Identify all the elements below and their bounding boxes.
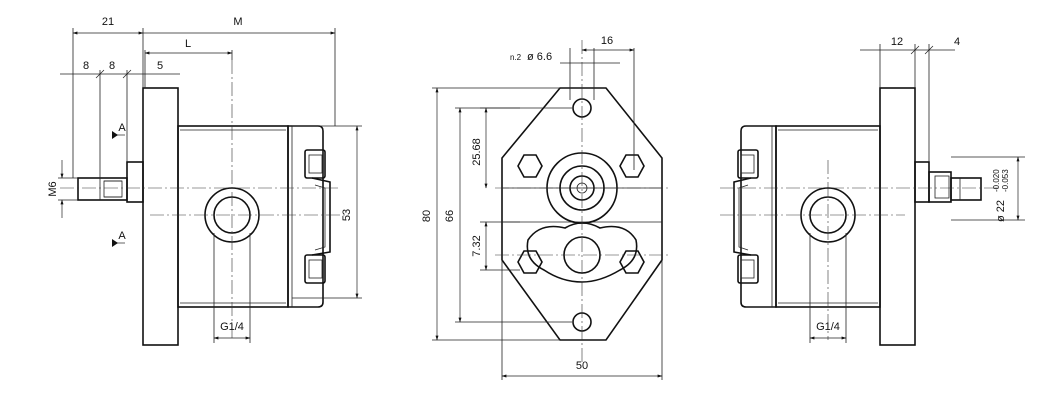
dim-8b: 8 xyxy=(109,60,115,72)
left-pump-body xyxy=(177,125,289,308)
dim-8a: 8 xyxy=(83,60,89,72)
dim-G14-right: G1/4 xyxy=(816,321,840,333)
dim-tol-lower: -0.053 xyxy=(1001,169,1010,192)
hex-bolt-tr xyxy=(619,154,645,178)
right-rear-cover xyxy=(740,125,777,308)
dim-16: 16 xyxy=(601,35,613,47)
left-side-view: 21 M L 8 8 5 M6 A A 53 G1/4 xyxy=(47,16,362,346)
dim-5: 5 xyxy=(157,60,163,72)
dim-80: 80 xyxy=(421,210,433,222)
section-A-bottom: A xyxy=(118,230,126,242)
dim-tol-upper: -0.020 xyxy=(992,169,1001,192)
dim-50: 50 xyxy=(576,360,588,372)
dim-4: 4 xyxy=(954,36,960,48)
front-hub-middle xyxy=(559,165,605,211)
right-shaft-collar xyxy=(914,161,930,203)
note-n2: n.2 xyxy=(510,53,522,62)
hex-bolt-br xyxy=(619,250,645,274)
left-shaft-collar xyxy=(126,161,144,203)
dim-M6: M6 xyxy=(47,181,59,196)
dim-66: 66 xyxy=(444,210,456,222)
right-flange xyxy=(879,87,916,346)
right-side-view: 12 4 ø 22 -0.020 -0.053 G1/4 xyxy=(720,36,1025,346)
hex-bolt-tl xyxy=(517,154,543,178)
section-A-top: A xyxy=(118,122,126,134)
left-flange xyxy=(142,87,179,346)
hex-bolt-bl xyxy=(517,250,543,274)
dim-12: 12 xyxy=(891,36,903,48)
dim-M: M xyxy=(233,16,242,28)
right-shaft-end xyxy=(950,177,982,201)
dim-shaft-dia-text: ø 22 xyxy=(995,200,1007,222)
dim-shaft-diameter: ø 22 -0.020 -0.053 xyxy=(992,169,1010,222)
left-shaft xyxy=(77,177,128,201)
front-view: n.2 ø 6.6 16 80 66 25.68 7.32 50 xyxy=(421,35,670,380)
front-flange-outline xyxy=(501,87,663,341)
dim-25-68: 25.68 xyxy=(471,138,483,166)
dim-21: 21 xyxy=(102,16,114,28)
right-shaft xyxy=(928,171,952,203)
dim-L: L xyxy=(185,38,191,50)
dim-7-32: 7.32 xyxy=(471,235,483,256)
dim-hole-6-6: ø 6.6 xyxy=(527,51,552,63)
front-lower-lobe xyxy=(526,222,638,283)
dim-53: 53 xyxy=(341,209,353,221)
dim-G14-left: G1/4 xyxy=(220,321,244,333)
